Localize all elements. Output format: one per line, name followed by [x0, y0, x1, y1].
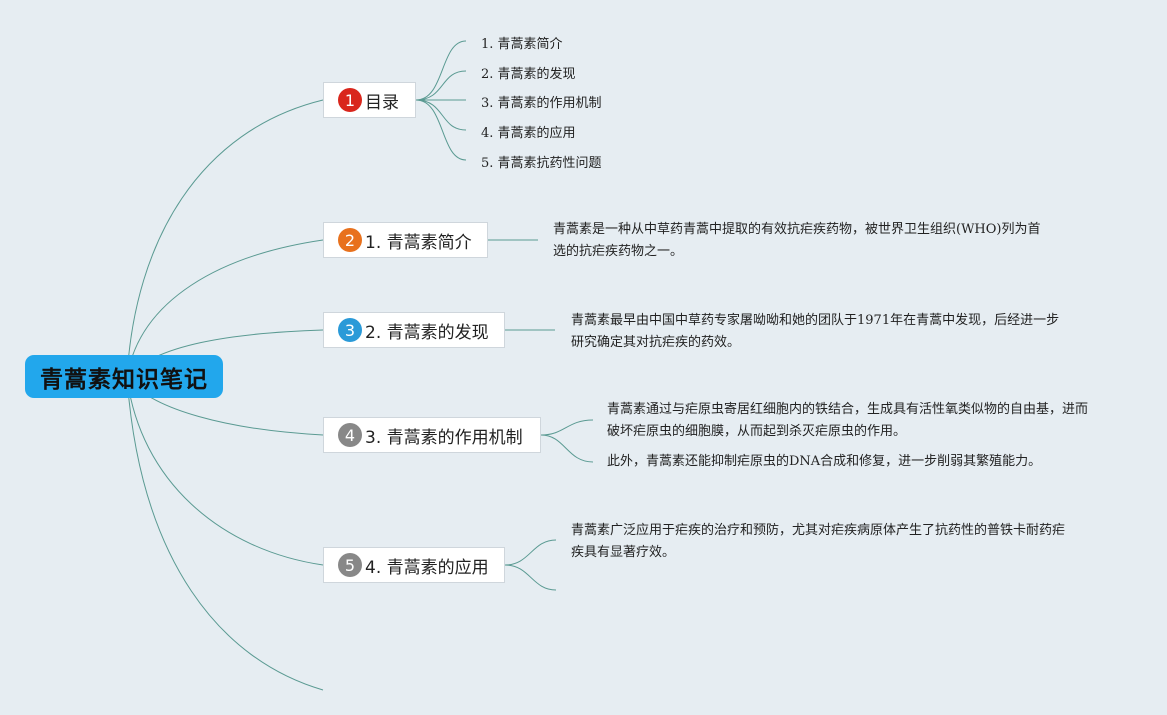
branch-label: 目录: [365, 92, 399, 113]
toc-item[interactable]: 5. 青蒿素抗药性问题: [481, 156, 602, 171]
branch-intro[interactable]: 2 1. 青蒿素简介: [323, 222, 488, 258]
application-description[interactable]: 青蒿素广泛应用于疟疾的治疗和预防，尤其对疟疾病原体产生了抗药性的普铁卡耐药疟疾具…: [571, 523, 1066, 560]
number-5-badge-icon: 5: [338, 553, 362, 577]
mechanism-description[interactable]: 青蒿素通过与疟原虫寄居红细胞内的铁结合，生成具有活性氧类似物的自由基，进而破坏疟…: [607, 402, 1089, 439]
branch-label: 2. 青蒿素的发现: [365, 322, 489, 343]
branch-toc[interactable]: 1 目录: [323, 82, 416, 118]
branch-mechanism[interactable]: 4 3. 青蒿素的作用机制: [323, 417, 541, 453]
toc-item[interactable]: 3. 青蒿素的作用机制: [481, 96, 602, 111]
toc-item[interactable]: 4. 青蒿素的应用: [481, 126, 576, 141]
toc-item[interactable]: 2. 青蒿素的发现: [481, 67, 576, 82]
number-2-badge-icon: 2: [338, 228, 362, 252]
number-1-badge-icon: 1: [338, 88, 362, 112]
number-4-badge-icon: 4: [338, 423, 362, 447]
root-topic[interactable]: 青蒿素知识笔记: [25, 355, 223, 398]
root-title: 青蒿素知识笔记: [40, 366, 208, 393]
mechanism-description-extra[interactable]: 此外，青蒿素还能抑制疟原虫的DNA合成和修复，进一步削弱其繁殖能力。: [607, 454, 1042, 469]
branch-label: 4. 青蒿素的应用: [365, 557, 489, 578]
intro-description[interactable]: 青蒿素是一种从中草药青蒿中提取的有效抗疟疾药物，被世界卫生组织(WHO)列为首选…: [553, 222, 1041, 259]
branch-discovery[interactable]: 3 2. 青蒿素的发现: [323, 312, 505, 348]
branch-label: 1. 青蒿素简介: [365, 232, 472, 253]
toc-item[interactable]: 1. 青蒿素简介: [481, 37, 563, 52]
discovery-description[interactable]: 青蒿素最早由中国中草药专家屠呦呦和她的团队于1971年在青蒿中发现，后经进一步研…: [571, 313, 1060, 350]
branch-application[interactable]: 5 4. 青蒿素的应用: [323, 547, 505, 583]
number-3-badge-icon: 3: [338, 318, 362, 342]
branch-label: 3. 青蒿素的作用机制: [365, 427, 523, 448]
